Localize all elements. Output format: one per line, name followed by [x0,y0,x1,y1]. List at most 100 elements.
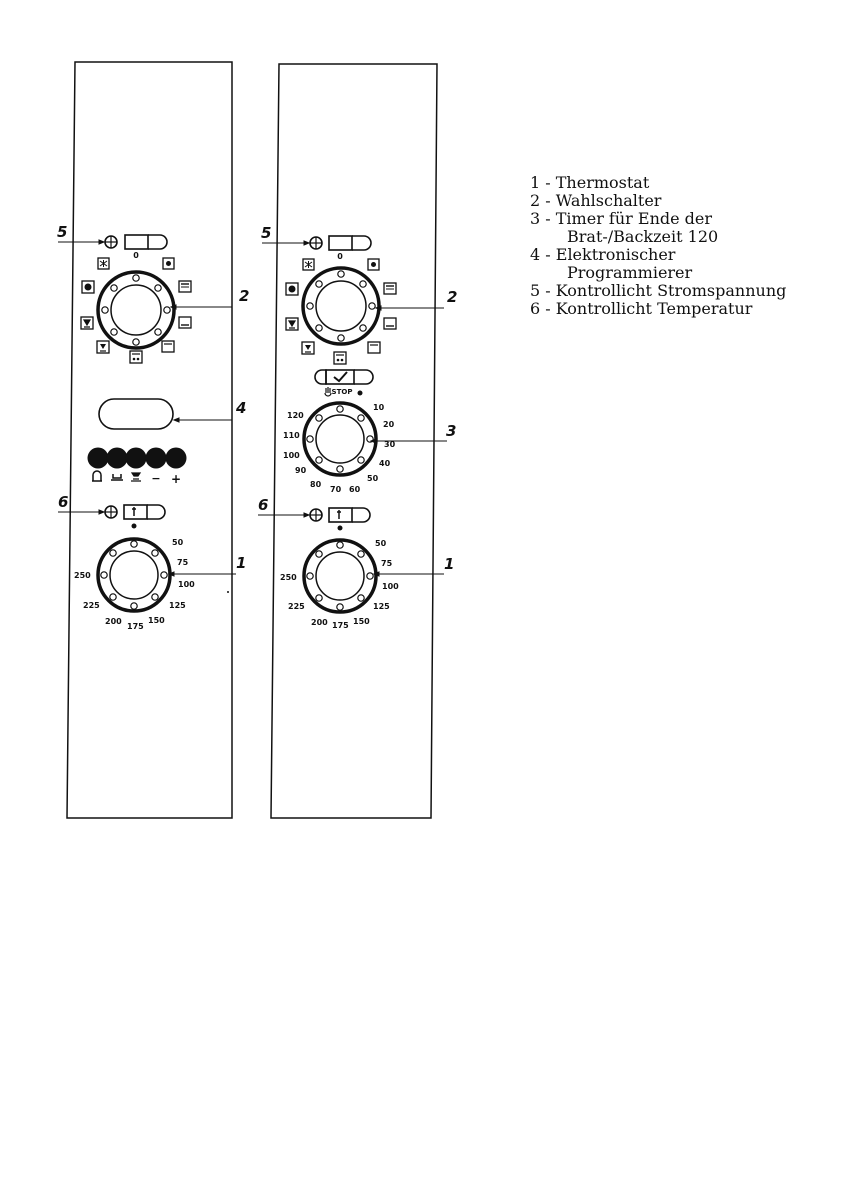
panel-right: 0 [258,63,457,819]
timer-stop-label: STOP [332,388,353,396]
checkmark-icon [333,371,348,383]
thermometer-icon [132,507,136,516]
callouts-right [258,240,447,577]
scale-label: 150 [148,616,165,625]
scale-label: 20 [383,420,395,429]
bottom-heat-icon [178,316,192,329]
legend-item-continuation: Brat-/Backzeit 120 [567,227,719,246]
function-selector-knob[interactable] [301,266,381,346]
callout-1: 1 [444,555,454,573]
scale-label: 100 [382,582,399,591]
scale-label: 60 [349,485,361,494]
scale-label: 50 [375,539,387,548]
thermostat-scale-left: 50 75 100 125 150 175 200 225 250 [74,538,195,631]
top-heat-icon [383,282,397,295]
legend-item: 2 - Wahlschalter [530,191,662,210]
scale-label: 175 [127,622,144,631]
scale-label: 110 [283,431,300,440]
panel-left: 0 [57,61,249,819]
timer-scale: 10 20 30 40 50 60 70 80 90 100 110 120 [283,403,396,494]
legend-item: 5 - Kontrollicht Stromspannung [530,281,787,300]
scale-label: 225 [83,601,100,610]
oven-icon [130,472,142,482]
fan-bottom-icon [285,317,299,331]
light-icon [162,257,175,270]
fan-grill-pot-icon [301,341,315,355]
selector-function-icons [285,258,397,365]
scale-label: 200 [105,617,122,626]
bottom-heat-icon [383,317,397,330]
scale-label: 250 [74,571,91,580]
timer-dot [357,390,363,396]
programmer-button-1[interactable] [87,447,109,469]
programmer-plus-label: + [171,472,181,486]
programmer-button-2[interactable] [106,447,128,469]
selector-function-icons [80,257,192,364]
selector-zero-label: 0 [337,252,343,261]
temperature-indicator-light [104,504,166,529]
timer-indicator [314,369,374,385]
legend-item: 1 - Thermostat [530,173,650,192]
scale-label: 90 [295,466,307,475]
defrost-icon [97,257,110,270]
callout-5: 5 [57,223,67,241]
scale-label: 70 [330,485,342,494]
temperature-indicator-light [309,507,371,531]
legend-item-continuation: Programmierer [567,263,693,282]
scale-label: 80 [310,480,322,489]
hand-icon [324,387,332,397]
legend: 1 - Thermostat 2 - Wahlschalter 3 - Time… [530,174,786,318]
scale-label: 120 [287,411,304,420]
power-indicator-light [309,235,372,251]
scale-label: 30 [384,440,396,449]
scale-label: 125 [169,601,186,610]
light-icon [367,258,380,271]
scale-label: 100 [178,580,195,589]
scale-label: 250 [280,573,297,582]
scale-label: 10 [373,403,385,412]
programmer-button-5[interactable] [165,447,187,469]
thermostat-knob[interactable] [302,538,378,614]
selector-zero-label: 0 [133,251,139,260]
scale-label: 50 [367,474,379,483]
function-selector-knob[interactable] [96,270,176,350]
bell-icon [92,470,102,482]
thermostat-knob[interactable] [96,537,172,613]
cook-pot-icon [111,474,123,481]
scale-label: 175 [332,621,349,630]
fan-grill-icon [285,282,299,296]
programmer-buttons [87,447,187,469]
callouts-left [58,239,236,577]
programmer-button-4[interactable] [145,447,167,469]
programmer-button-3[interactable] [125,447,147,469]
scale-label: 75 [177,558,189,567]
top-bottom-heat-icon [161,340,175,353]
callout-1: 1 [236,554,246,572]
defrost-icon [302,258,315,271]
thermostat-scale-right: 50 75 100 125 150 175 200 225 250 [280,539,399,630]
timer-knob[interactable] [302,401,378,477]
power-indicator-light [104,234,168,250]
scale-label: 50 [172,538,184,547]
legend-item: 6 - Kontrollicht Temperatur [530,299,753,318]
scale-label: 125 [373,602,390,611]
callout-6: 6 [258,496,268,514]
top-heat-icon [178,280,192,293]
callout-5: 5 [261,224,271,242]
panel-left-outline [66,61,233,819]
fan-bottom-icon [80,316,94,330]
callout-6: 6 [58,493,68,511]
fan-grill-pot-icon [96,340,110,354]
callout-2: 2 [447,288,457,306]
scale-label: 200 [311,618,328,627]
panel-right-outline [270,63,438,819]
callout-2: 2 [239,287,249,305]
programmer-button-symbols [92,470,142,482]
thermometer-icon [337,510,341,519]
grill-icon [333,351,347,365]
programmer-display [98,398,174,430]
fan-grill-icon [81,280,95,294]
